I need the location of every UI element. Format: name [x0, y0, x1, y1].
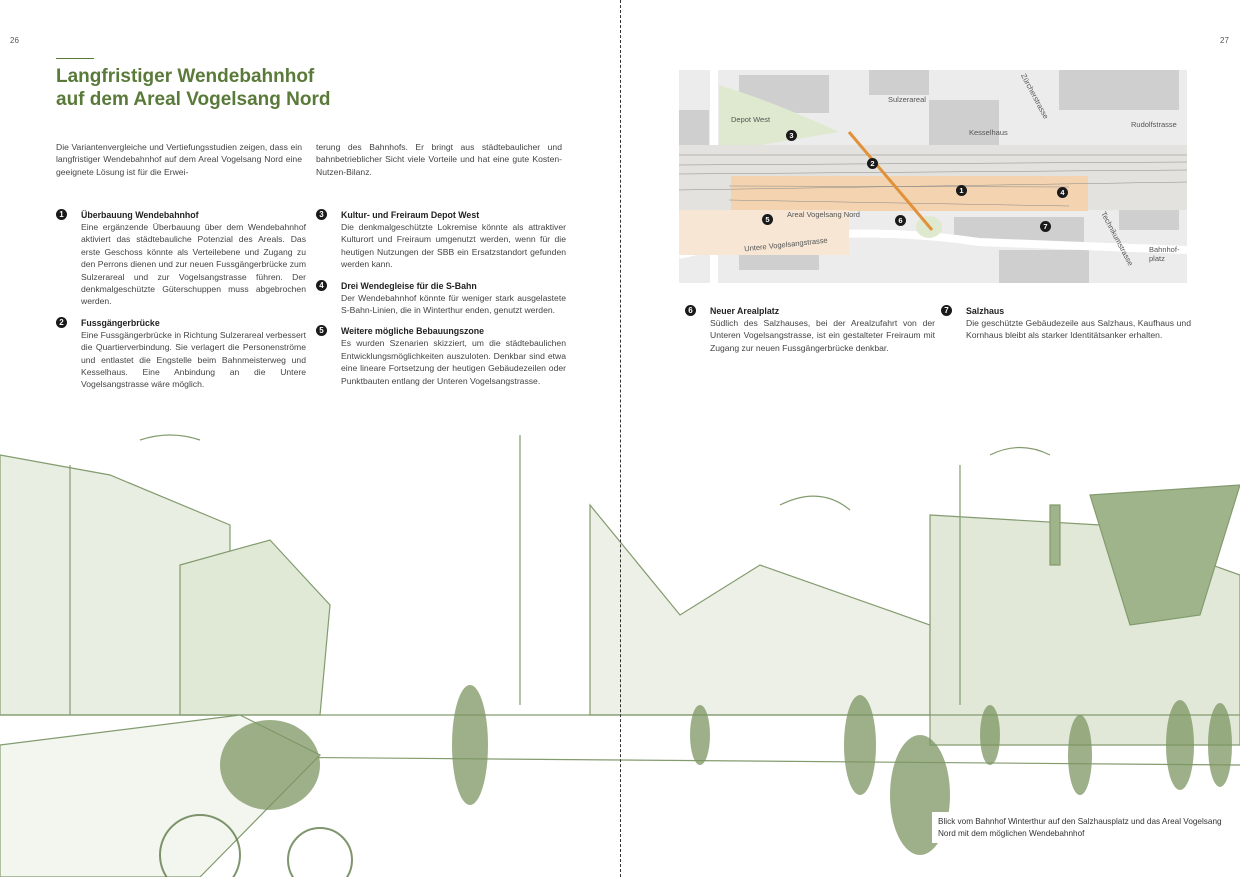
- list-item: 2 Fussgängerbrücke Eine Fussgängerbrücke…: [56, 316, 306, 391]
- map-label: Areal Vogelsang Nord: [787, 210, 860, 219]
- marker-icon: 5: [316, 325, 327, 337]
- map-marker-6: 6: [895, 215, 906, 226]
- item-heading: Neuer Arealplatz: [710, 306, 780, 316]
- map-label: Rudolfstrasse: [1131, 120, 1177, 129]
- items-column-4: 7 Salzhaus Die geschützte Gebäudezeile a…: [941, 305, 1191, 342]
- list-item: 7 Salzhaus Die geschützte Gebäudezeile a…: [941, 305, 1191, 342]
- map-graphic: [679, 70, 1187, 283]
- item-text: Die geschützte Gebäudezeile aus Salzhaus…: [966, 318, 1191, 341]
- list-item: 3 Kultur- und Freiraum Depot West Die de…: [316, 209, 566, 271]
- list-item: 6 Neuer Arealplatz Südlich des Salzhause…: [685, 305, 935, 354]
- marker-icon: 6: [685, 305, 696, 316]
- marker-icon: 1: [56, 209, 67, 220]
- title-line-2: auf dem Areal Vogelsang Nord: [56, 89, 331, 110]
- page-number-left: 26: [10, 36, 19, 45]
- list-item: 1 Überbauung Wendebahnhof Eine ergänzend…: [56, 209, 306, 308]
- map-marker-5: 5: [762, 214, 773, 225]
- items-column-1: 1 Überbauung Wendebahnhof Eine ergänzend…: [56, 209, 306, 391]
- item-text: Südlich des Salzhauses, bei der Arealzuf…: [710, 318, 935, 353]
- marker-icon: 7: [941, 305, 952, 316]
- item-heading: Weitere mögliche Bebauungszone: [341, 326, 485, 337]
- item-text: Eine Fussgängerbrücke in Richtung Sulzer…: [81, 329, 306, 390]
- item-text: Die denkmalgeschützte Lokremise könnte a…: [341, 222, 566, 270]
- marker-icon: 4: [316, 279, 327, 291]
- map-label: Sulzerareal: [888, 95, 926, 104]
- title-rule: [56, 58, 94, 59]
- site-map: Sulzerareal Zürcherstrasse Depot West Ke…: [679, 70, 1187, 283]
- map-marker-2: 2: [867, 158, 878, 169]
- marker-icon: 3: [316, 209, 327, 220]
- map-marker-4: 4: [1057, 187, 1068, 198]
- item-text: Der Wendebahnhof könnte für weniger star…: [341, 292, 566, 316]
- item-text: Es wurden Szenarien skizziert, um die st…: [341, 338, 566, 386]
- map-label: Bahnhof-platz: [1149, 245, 1180, 263]
- items-column-2: 3 Kultur- und Freiraum Depot West Die de…: [316, 209, 566, 387]
- item-heading: Fussgängerbrücke: [81, 317, 160, 328]
- items-column-3: 6 Neuer Arealplatz Südlich des Salzhause…: [685, 305, 935, 354]
- sketch-illustration: [0, 434, 1240, 877]
- list-item: 4 Drei Wendegleise für die S-Bahn Der We…: [316, 279, 566, 317]
- map-label: Depot West: [731, 115, 771, 124]
- map-marker-3: 3: [786, 130, 797, 141]
- page-number-right: 27: [1220, 36, 1229, 45]
- item-heading: Drei Wendegleise für die S-Bahn: [341, 280, 477, 291]
- item-heading: Salzhaus: [966, 306, 1005, 316]
- item-heading: Kultur- und Freiraum Depot West: [341, 210, 480, 220]
- map-marker-1: 1: [956, 185, 967, 196]
- map-marker-7: 7: [1040, 221, 1051, 232]
- map-label: Kesselhaus: [969, 128, 1008, 137]
- title-line-1: Langfristiger Wendebahnhof: [56, 66, 315, 87]
- intro-col-1: Die Variantenvergleiche und Vertiefungss…: [56, 142, 302, 177]
- item-heading: Überbauung Wendebahnhof: [81, 210, 199, 220]
- marker-icon: 2: [56, 316, 67, 328]
- page-fold-line: [620, 0, 621, 877]
- intro-col-2: terung des Bahnhofs. Er bringt aus städt…: [316, 142, 562, 177]
- item-text: Eine ergänzende Überbauung über dem Wend…: [81, 222, 306, 307]
- list-item: 5 Weitere mögliche Bebauungszone Es wurd…: [316, 325, 566, 387]
- image-caption: Blick vom Bahnhof Winterthur auf den Sal…: [932, 812, 1234, 843]
- page-title: Langfristiger Wendebahnhof auf dem Areal…: [56, 65, 416, 111]
